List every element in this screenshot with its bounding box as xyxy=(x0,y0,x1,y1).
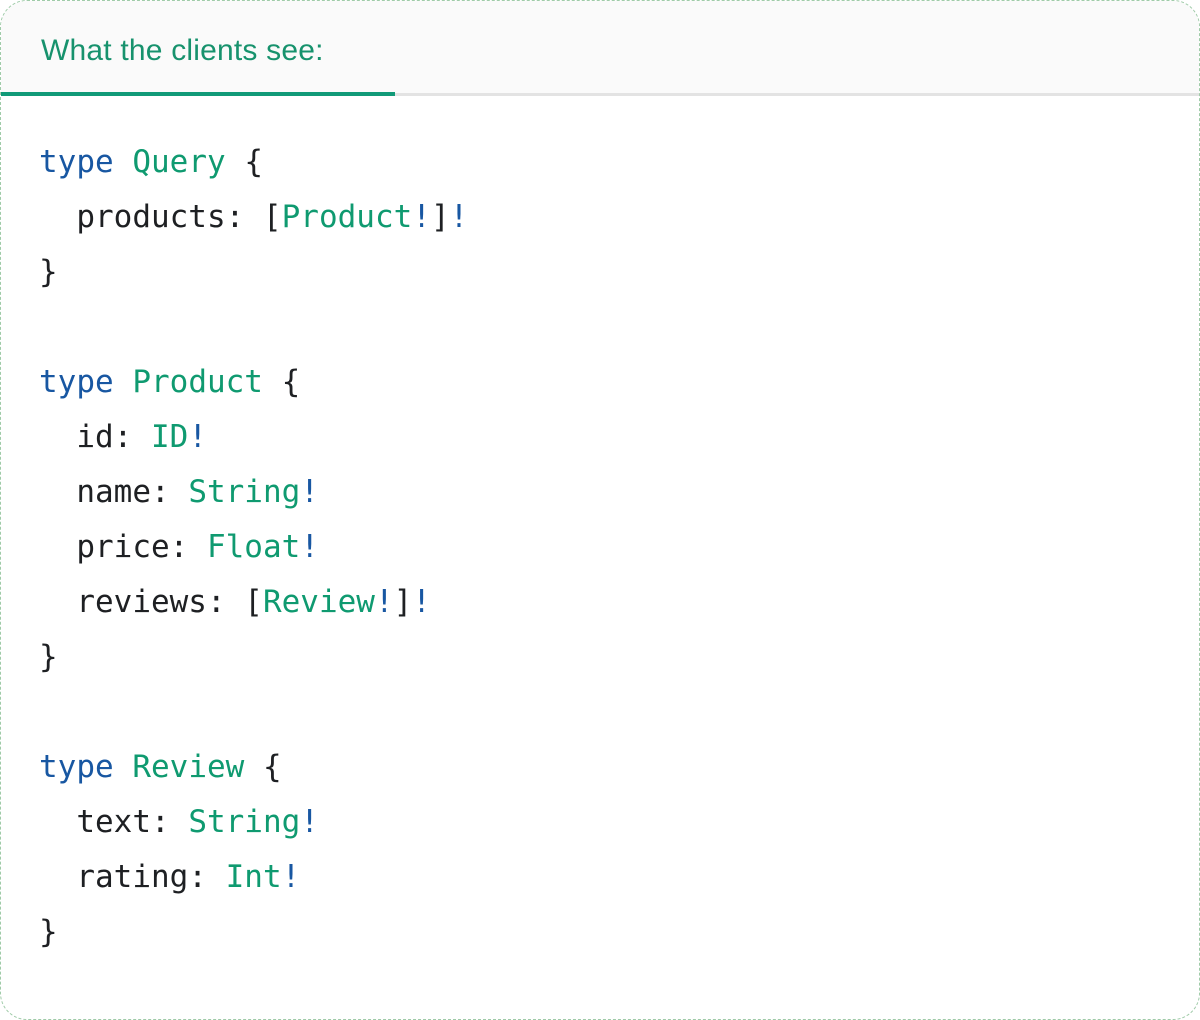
code-line: products: [Product!]! xyxy=(39,199,469,235)
panel-header: What the clients see: xyxy=(1,1,1199,96)
active-tab-underline xyxy=(1,92,395,96)
code-line: reviews: [Review!]! xyxy=(39,584,431,620)
code-line: type Product { xyxy=(39,364,301,400)
code-line: id: ID! xyxy=(39,419,207,455)
code-line xyxy=(39,685,1199,740)
code-line: } xyxy=(39,639,58,675)
code-line: } xyxy=(39,914,58,950)
code-line: rating: Int! xyxy=(39,859,301,895)
tab-what-clients-see[interactable]: What the clients see: xyxy=(41,34,324,68)
code-line: type Review { xyxy=(39,749,282,785)
code-line: text: String! xyxy=(39,804,319,840)
code-block: type Query { products: [Product!]!} type… xyxy=(39,135,1199,960)
code-line: } xyxy=(39,254,58,290)
tab-label: What the clients see: xyxy=(41,34,324,67)
code-line: type Query { xyxy=(39,144,263,180)
code-line: name: String! xyxy=(39,474,319,510)
code-area: type Query { products: [Product!]!} type… xyxy=(1,96,1199,960)
code-line: price: Float! xyxy=(39,529,319,565)
code-line xyxy=(39,300,1199,355)
